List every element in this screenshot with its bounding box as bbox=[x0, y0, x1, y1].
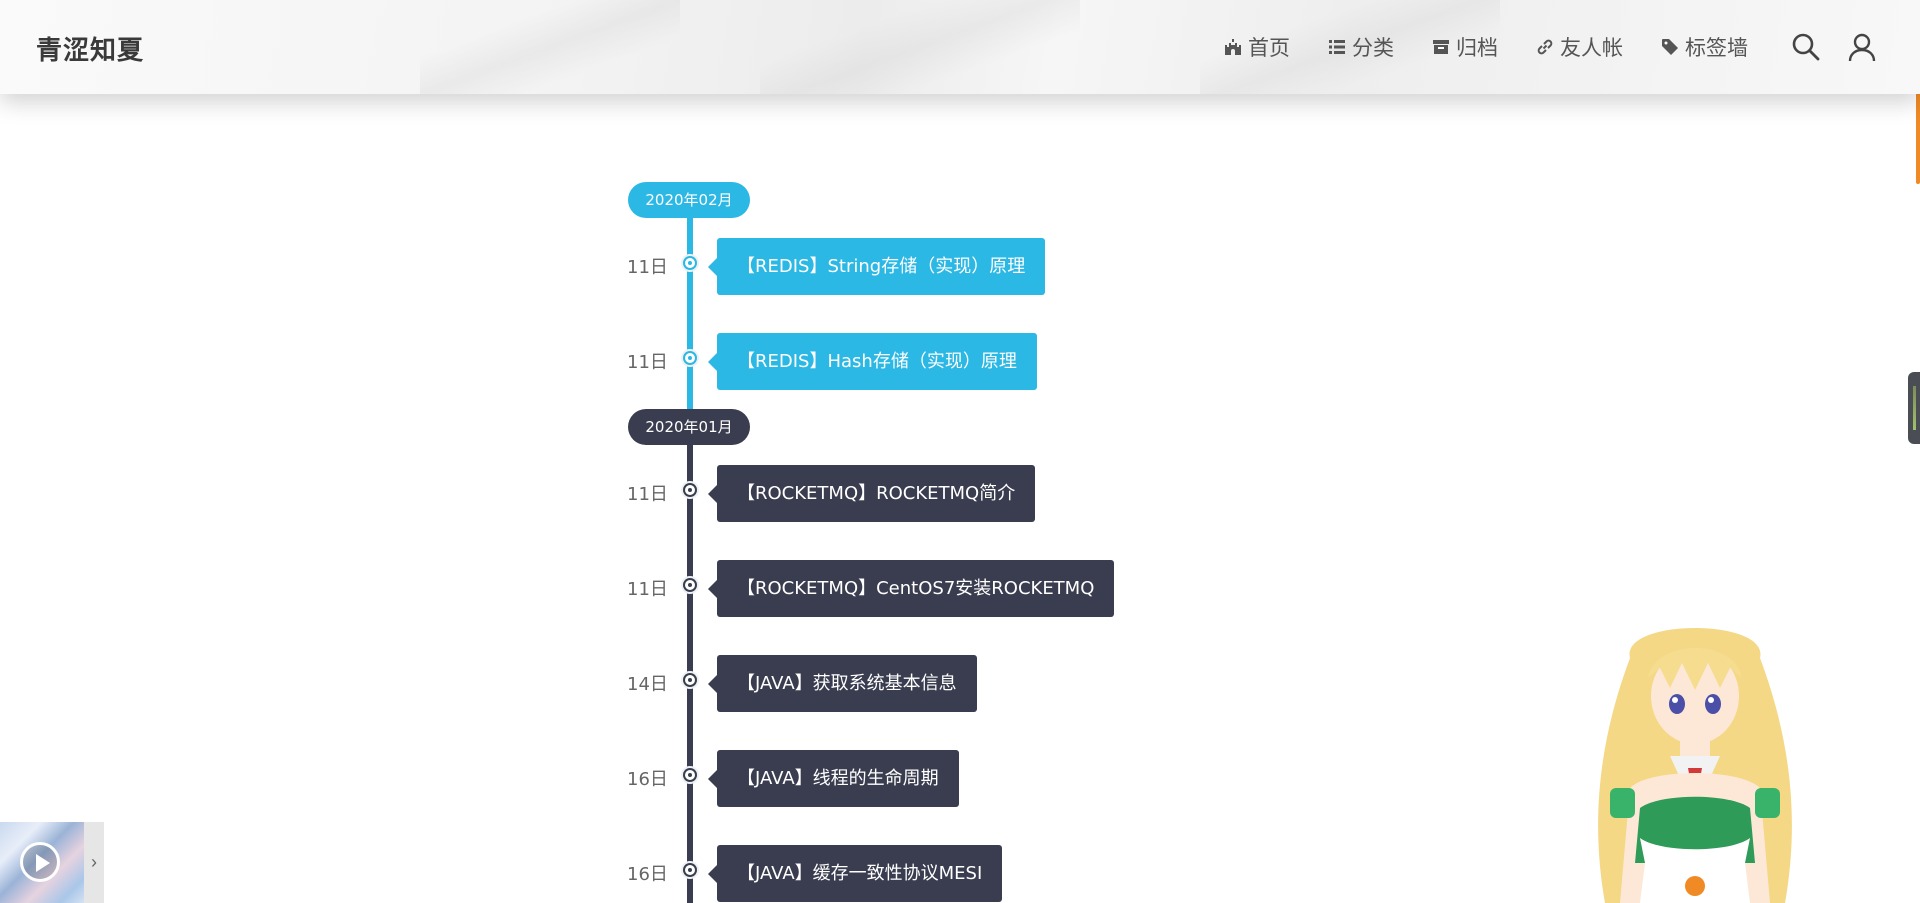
month-badge: 2020年02月 bbox=[628, 182, 750, 218]
post-day: 11日 bbox=[627, 484, 668, 505]
user-icon[interactable] bbox=[1847, 32, 1877, 62]
nav-archive-label: 归档 bbox=[1456, 36, 1498, 60]
play-icon[interactable] bbox=[20, 842, 60, 882]
timeline-dot bbox=[681, 349, 699, 367]
post-link[interactable]: 【REDIS】Hash存储（实现）原理 bbox=[708, 333, 1037, 390]
nav-friends[interactable]: 友人帐 bbox=[1536, 32, 1623, 62]
post-link[interactable]: 【REDIS】String存储（实现）原理 bbox=[707, 238, 1046, 295]
nav-tags-label: 标签墙 bbox=[1685, 36, 1748, 60]
music-player: › bbox=[0, 822, 104, 903]
post-link[interactable]: 【JAVA】获取系统基本信息 bbox=[708, 655, 977, 712]
nav-archive[interactable]: 归档 bbox=[1432, 32, 1498, 62]
timeline-dot bbox=[681, 671, 699, 689]
nav-friends-label: 友人帐 bbox=[1560, 36, 1623, 60]
timeline-line bbox=[687, 428, 693, 903]
post-link[interactable]: 【JAVA】线程的生命周期 bbox=[708, 750, 959, 807]
mascot-character[interactable] bbox=[1560, 618, 1830, 903]
timeline-dot bbox=[681, 254, 699, 272]
tag-icon bbox=[1662, 39, 1678, 55]
post-link[interactable]: 【ROCKETMQ】ROCKETMQ简介 bbox=[707, 465, 1036, 522]
nav-category-label: 分类 bbox=[1352, 36, 1394, 60]
post-day: 16日 bbox=[627, 864, 668, 885]
timeline-dot bbox=[681, 576, 699, 594]
header-decoration bbox=[760, 0, 1080, 94]
castle-icon bbox=[1225, 39, 1241, 55]
post-day: 11日 bbox=[627, 352, 668, 373]
nav-home-label: 首页 bbox=[1248, 36, 1290, 60]
site-header: 青涩知夏 首页 分类 归档 友人帐 标签墙 bbox=[0, 0, 1920, 94]
timeline-dot bbox=[681, 861, 699, 879]
main-nav: 首页 分类 归档 友人帐 标签墙 bbox=[1224, 30, 1786, 64]
timeline-dot bbox=[681, 766, 699, 784]
nav-tags[interactable]: 标签墙 bbox=[1661, 32, 1748, 62]
list-icon bbox=[1329, 40, 1345, 54]
timeline-dot bbox=[681, 481, 699, 499]
post-link[interactable]: 【ROCKETMQ】CentOS7安装ROCKETMQ bbox=[707, 560, 1115, 617]
post-day: 11日 bbox=[627, 257, 668, 278]
archive-icon bbox=[1433, 40, 1449, 54]
side-widget-tab[interactable] bbox=[1908, 372, 1920, 444]
scrollbar-thumb[interactable] bbox=[1916, 60, 1920, 184]
post-day: 11日 bbox=[627, 579, 668, 600]
month-badge: 2020年01月 bbox=[628, 409, 750, 445]
site-title[interactable]: 青涩知夏 bbox=[36, 36, 145, 66]
post-link[interactable]: 【JAVA】缓存一致性协议MESI bbox=[707, 845, 1003, 902]
timeline-line bbox=[687, 200, 693, 410]
nav-category[interactable]: 分类 bbox=[1328, 32, 1394, 62]
header-decoration bbox=[420, 0, 680, 94]
header-decoration bbox=[1200, 0, 1500, 94]
post-day: 16日 bbox=[627, 769, 668, 790]
link-icon bbox=[1537, 39, 1553, 55]
post-day: 14日 bbox=[627, 674, 668, 695]
search-icon[interactable] bbox=[1791, 32, 1821, 62]
nav-home[interactable]: 首页 bbox=[1224, 32, 1290, 62]
player-toggle-button[interactable]: › bbox=[84, 822, 104, 903]
